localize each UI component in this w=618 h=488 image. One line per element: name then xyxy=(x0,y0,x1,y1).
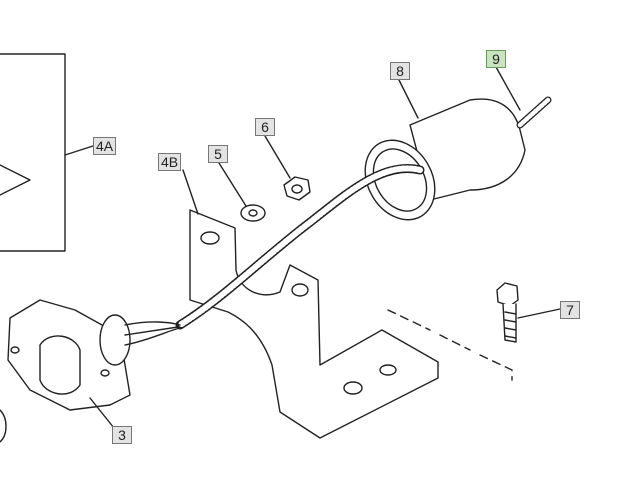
callout-9[interactable]: 9 xyxy=(486,50,506,68)
socket-housing xyxy=(364,79,526,221)
trailer-plug xyxy=(0,299,181,443)
inset-detail-box xyxy=(0,53,94,252)
callout-5[interactable]: 5 xyxy=(208,145,228,163)
callout-6[interactable]: 6 xyxy=(255,118,275,136)
washer xyxy=(218,162,266,222)
callout-4b[interactable]: 4B xyxy=(158,153,182,171)
callout-4a[interactable]: 4A xyxy=(93,137,117,155)
mounting-bracket xyxy=(182,169,439,439)
cable xyxy=(175,66,552,330)
callout-3[interactable]: 3 xyxy=(112,426,132,444)
callout-8[interactable]: 8 xyxy=(390,62,410,80)
callout-7[interactable]: 7 xyxy=(560,301,580,319)
nut xyxy=(264,135,311,201)
bolt xyxy=(387,282,561,381)
